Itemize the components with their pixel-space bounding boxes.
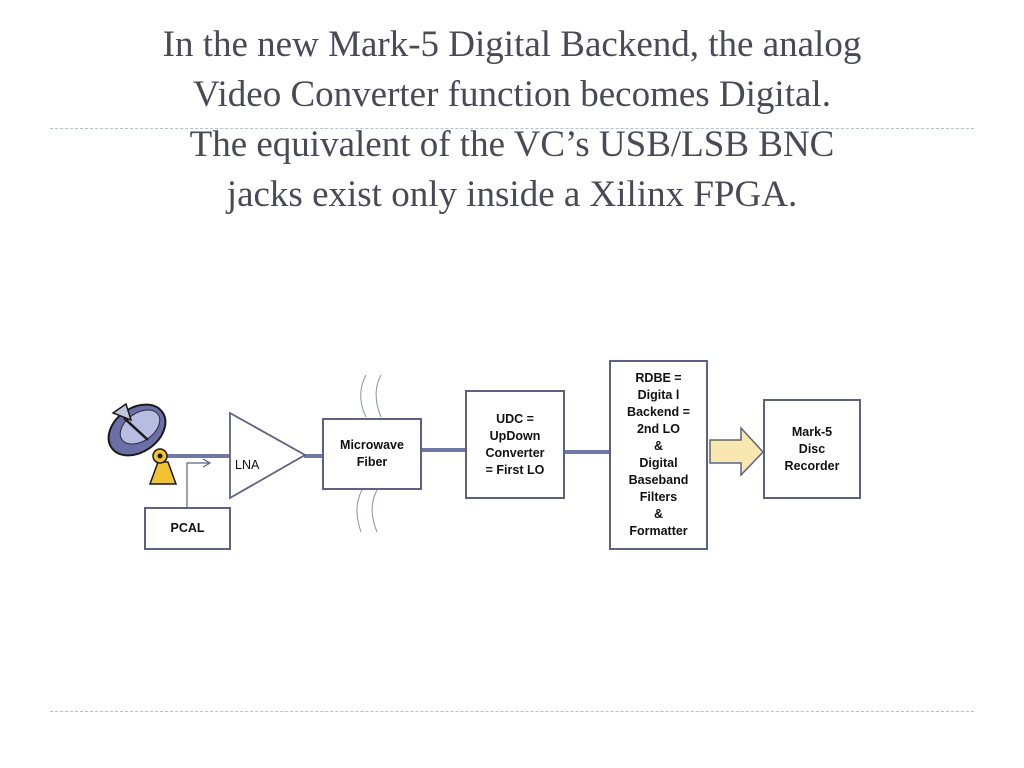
rdbe-line-3: Backend = [627, 405, 690, 419]
fiber-squiggles [356, 374, 382, 533]
mark5-line-1: Mark-5 [791, 424, 833, 439]
fiber-squiggle-top-right [375, 374, 382, 418]
fiber-line-1: Microwave [340, 438, 404, 452]
udc-line-4: = First LO [485, 462, 545, 477]
udc-line-3: Converter [485, 445, 545, 460]
pcal-line [186, 462, 209, 508]
mark5-recorder-box: Mark-5 Disc Recorder [763, 399, 861, 499]
title-line-1: In the new Mark-5 Digital Backend, the a… [162, 24, 862, 65]
rdbe-line-7: Baseband [628, 473, 689, 487]
title-line-2: Video Converter function becomes Digital… [193, 74, 831, 115]
fiber-squiggle-bottom-left [356, 489, 363, 533]
rdbe-line-2: Digita l [637, 388, 680, 402]
rdbe-box: RDBE = Digita l Backend = 2nd LO & Digit… [609, 360, 708, 550]
mark5-line-3: Recorder [784, 458, 840, 473]
rdbe-line-6: Digital [639, 456, 678, 470]
udc-box: UDC = UpDown Converter = First LO [465, 390, 565, 499]
bottom-divider [50, 711, 974, 712]
rdbe-line-4: 2nd LO [636, 422, 681, 436]
rdbe-line-1: RDBE = [635, 371, 682, 385]
rdbe-line-8: Filters [639, 490, 678, 504]
output-block-arrow [709, 426, 765, 477]
title-line-3: The equivalent of the VC’s USB/LSB BNC [189, 124, 835, 165]
rdbe-line-5: & [653, 439, 664, 453]
pcal-label: PCAL [170, 521, 205, 535]
lna-amplifier [229, 411, 307, 500]
slide-title: In the new Mark-5 Digital Backend, the a… [20, 20, 1004, 220]
satellite-dish-icon [107, 402, 178, 485]
signal-lines [160, 448, 611, 458]
lna-label: LNA [235, 458, 260, 472]
fiber-squiggle-bottom-right [371, 489, 378, 533]
microwave-fiber-box: Microwave Fiber [322, 418, 422, 490]
title-line-4: jacks exist only inside a Xilinx FPGA. [226, 174, 798, 215]
fiber-squiggle-top-left [360, 374, 367, 418]
udc-line-1: UDC = [496, 411, 534, 426]
rdbe-line-10: Formatter [629, 524, 688, 538]
fiber-line-2: Fiber [356, 455, 388, 469]
udc-line-2: UpDown [489, 428, 541, 443]
rdbe-line-9: & [653, 507, 664, 521]
pcal-injection [186, 458, 212, 508]
pcal-arrowhead [202, 458, 212, 468]
pcal-box: PCAL [144, 507, 231, 550]
mark5-line-2: Disc [798, 441, 826, 456]
top-divider [50, 128, 974, 129]
